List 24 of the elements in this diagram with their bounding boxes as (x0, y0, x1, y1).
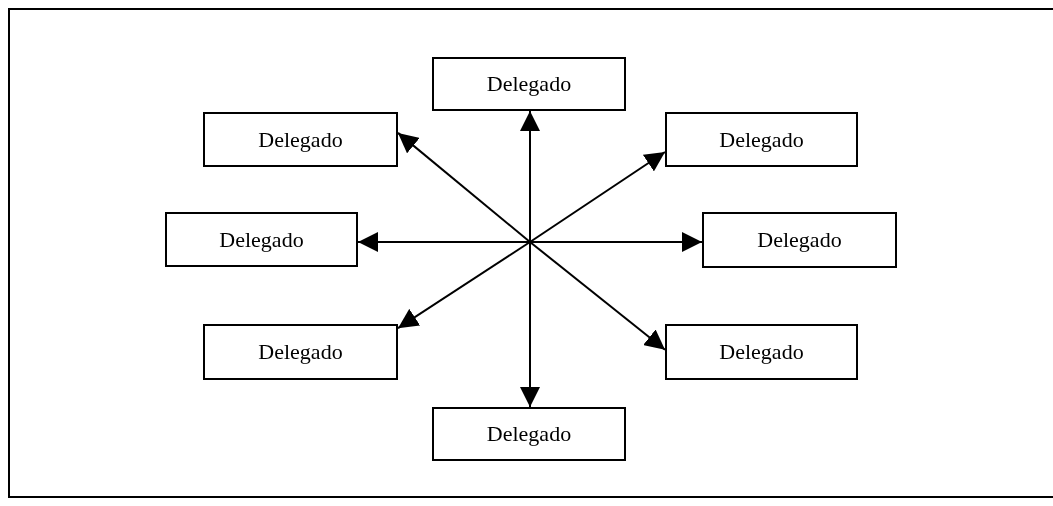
box-label: Delegado (719, 126, 804, 153)
box-label: Delegado (719, 339, 804, 365)
process-box (203, 112, 398, 167)
box-label: Delegado (258, 339, 343, 365)
arrow (520, 110, 540, 243)
process-box (665, 324, 858, 380)
arrow (397, 241, 531, 330)
process-box (702, 212, 897, 268)
arrow (529, 232, 703, 252)
process-box (432, 407, 626, 461)
box-label: Delegado (486, 71, 572, 97)
box-label: Delegado (258, 126, 343, 153)
process-box (665, 112, 858, 167)
process-box (432, 57, 626, 111)
arrow (397, 131, 531, 243)
process-box (203, 324, 398, 380)
box-label: Delegado (757, 227, 842, 253)
arrow (520, 241, 540, 408)
box-label: Delegado (486, 421, 572, 447)
arrow (529, 241, 666, 351)
arrow (529, 151, 666, 243)
arrow (357, 232, 531, 252)
process-box (165, 212, 358, 267)
box-label: Delegado (219, 226, 304, 253)
